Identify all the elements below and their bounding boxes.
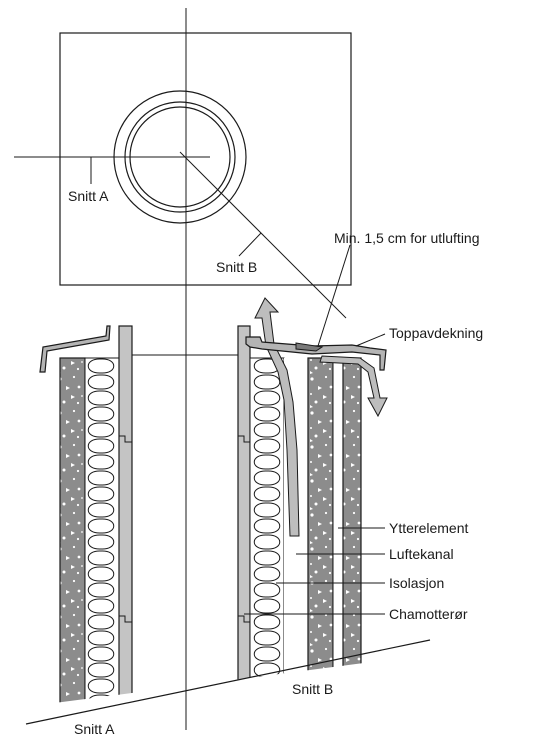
section-a-outer-element xyxy=(59,357,86,710)
section-a-pipe-joint-2 xyxy=(119,615,132,623)
label-outer-element: Ytterelement xyxy=(389,520,468,536)
section-a-insulation xyxy=(84,357,120,710)
section-b-outer-element-inner xyxy=(307,357,334,710)
label-snitt-a-section: Snitt A xyxy=(74,721,115,737)
section-b-insulation xyxy=(249,357,285,710)
label-ventilation-gap: Min. 1,5 cm for utlufting xyxy=(334,230,480,246)
label-snitt-b-plan: Snitt B xyxy=(216,259,257,275)
section-b-cover-flashing xyxy=(295,342,324,352)
plan-view xyxy=(14,8,352,730)
label-snitt-a-plan: Snitt A xyxy=(68,188,109,204)
air-flow-arrow-up xyxy=(254,297,300,537)
section-b-pipe-joint-2 xyxy=(238,615,250,623)
plan-outline xyxy=(59,32,352,286)
label-chamotte-pipe: Chamotterør xyxy=(389,606,468,622)
leader-lines xyxy=(244,244,386,615)
ground-line xyxy=(25,639,431,725)
leader-snitt-b-plan xyxy=(238,232,262,257)
section-b-gap-strip xyxy=(332,357,344,710)
section-a-chamotte-pipe xyxy=(118,325,133,710)
section-b-pipe-joint-1 xyxy=(238,435,250,443)
section-a xyxy=(59,325,133,710)
leader-ventilation-gap xyxy=(317,244,351,347)
label-air-channel: Luftekanal xyxy=(389,546,454,562)
label-top-cover: Toppavdekning xyxy=(389,325,483,341)
section-a-pipe-joint-1 xyxy=(119,435,132,443)
label-insulation: Isolasjon xyxy=(389,575,444,591)
section-a-top-cover xyxy=(39,325,111,373)
air-flow-arrow-down xyxy=(319,355,388,418)
leader-top-cover xyxy=(355,333,386,347)
section-b-top-cover xyxy=(245,336,387,371)
section-b-chamotte-pipe xyxy=(237,325,251,710)
plan-snitt-b-diagonal xyxy=(179,151,347,319)
label-snitt-b-section: Snitt B xyxy=(292,681,333,697)
section-b-outer-element-outer xyxy=(342,357,362,710)
